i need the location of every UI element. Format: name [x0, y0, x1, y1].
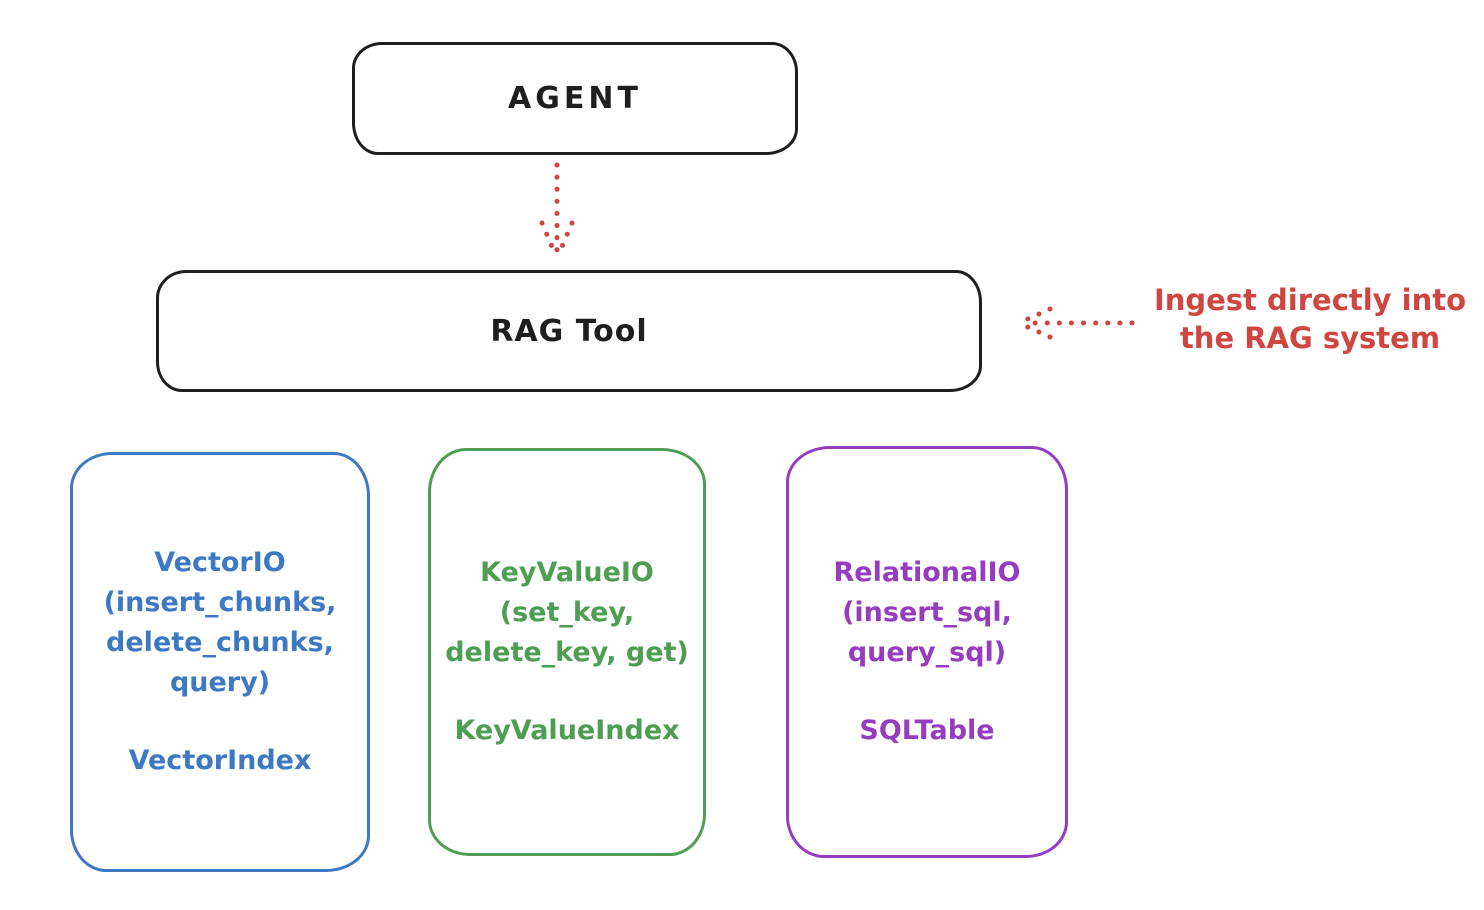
io-box-line: query) — [169, 667, 271, 698]
ingest-annotation-line2: the RAG system — [1179, 321, 1441, 355]
vector-io-node: VectorIO (insert_chunks, delete_chunks, … — [70, 452, 370, 872]
ingest-annotation-line1: Ingest directly into — [1153, 283, 1467, 317]
dotted-arrow-left-icon — [1018, 306, 1135, 340]
vector-io-description: VectorIO (insert_chunks, delete_chunks, … — [104, 543, 337, 703]
ingest-annotation: Ingest directly into the RAG system — [1136, 281, 1484, 357]
agent-label: AGENT — [508, 81, 642, 116]
keyvalue-io-node: KeyValueIO (set_key, delete_key, get) Ke… — [428, 448, 706, 856]
io-box-line: KeyValueIO — [480, 557, 654, 588]
relational-io-description: RelationalIO (insert_sql, query_sql) — [834, 553, 1021, 673]
rag-tool-node: RAG Tool — [156, 270, 982, 392]
vector-index-label: VectorIndex — [128, 745, 312, 776]
io-box-line: (set_key, — [499, 597, 635, 628]
keyvalue-io-description: KeyValueIO (set_key, delete_key, get) — [445, 553, 689, 673]
agent-node: AGENT — [352, 42, 798, 155]
io-box-line: delete_key, get) — [445, 637, 689, 668]
io-box-line: delete_chunks, — [106, 627, 334, 658]
sql-table-label: SQLTable — [859, 715, 995, 746]
relational-io-node: RelationalIO (insert_sql, query_sql) SQL… — [786, 446, 1068, 858]
io-box-line: query_sql) — [847, 637, 1007, 668]
io-box-line: (insert_sql, — [842, 597, 1012, 628]
dotted-arrow-down-icon — [539, 162, 575, 259]
rag-tool-label: RAG Tool — [490, 313, 648, 349]
io-box-line: RelationalIO — [833, 557, 1021, 588]
io-box-line: (insert_chunks, — [103, 587, 337, 618]
io-box-line: VectorIO — [154, 547, 286, 578]
keyvalue-index-label: KeyValueIndex — [454, 715, 680, 746]
